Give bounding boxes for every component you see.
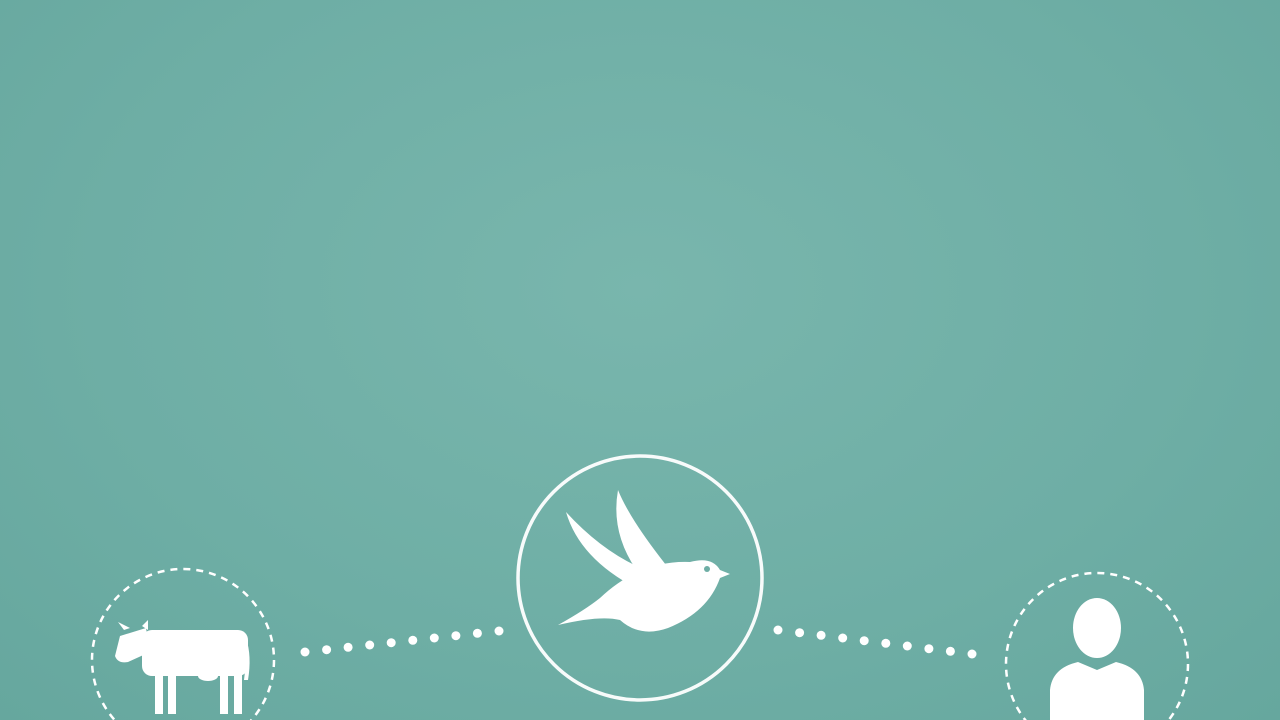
bird-eye: [704, 566, 710, 572]
person-icon: [1050, 598, 1144, 720]
connector-cow-bird-dot: [494, 626, 504, 636]
connector-cow-bird-dot: [343, 642, 353, 652]
connector-bird-person-dot: [881, 638, 891, 648]
connector-bird-person-dot: [924, 644, 934, 654]
connector-bird-person-dot: [773, 625, 783, 635]
connector-bird-person-dot: [967, 649, 977, 659]
bird-node: [516, 454, 764, 702]
person-node: [1004, 571, 1190, 720]
connector-bird-person-dot: [795, 628, 805, 638]
connector-bird-person-dot: [838, 633, 848, 643]
cow-icon: [115, 620, 250, 714]
cow-node-border: [90, 567, 276, 720]
bird-node-border: [516, 454, 764, 702]
connector-cow-bird: [300, 626, 504, 657]
connector-bird-person: [773, 625, 977, 659]
person-node-border: [1004, 571, 1190, 720]
connector-cow-bird-dot: [322, 645, 332, 655]
connector-cow-bird-dot: [429, 633, 439, 643]
connector-bird-person-dot: [816, 630, 826, 640]
connector-cow-bird-dot: [408, 635, 418, 645]
cow-node: [90, 567, 276, 720]
connector-cow-bird-dot: [472, 628, 482, 638]
bird-icon: [558, 490, 730, 632]
connector-cow-bird-dot: [300, 647, 310, 657]
connector-bird-person-dot: [902, 641, 912, 651]
connector-bird-person-dot: [945, 646, 955, 656]
connector-cow-bird-dot: [386, 638, 396, 648]
connector-cow-bird-dot: [365, 640, 375, 650]
connector-cow-bird-dot: [451, 631, 461, 641]
connector-bird-person-dot: [859, 636, 869, 646]
